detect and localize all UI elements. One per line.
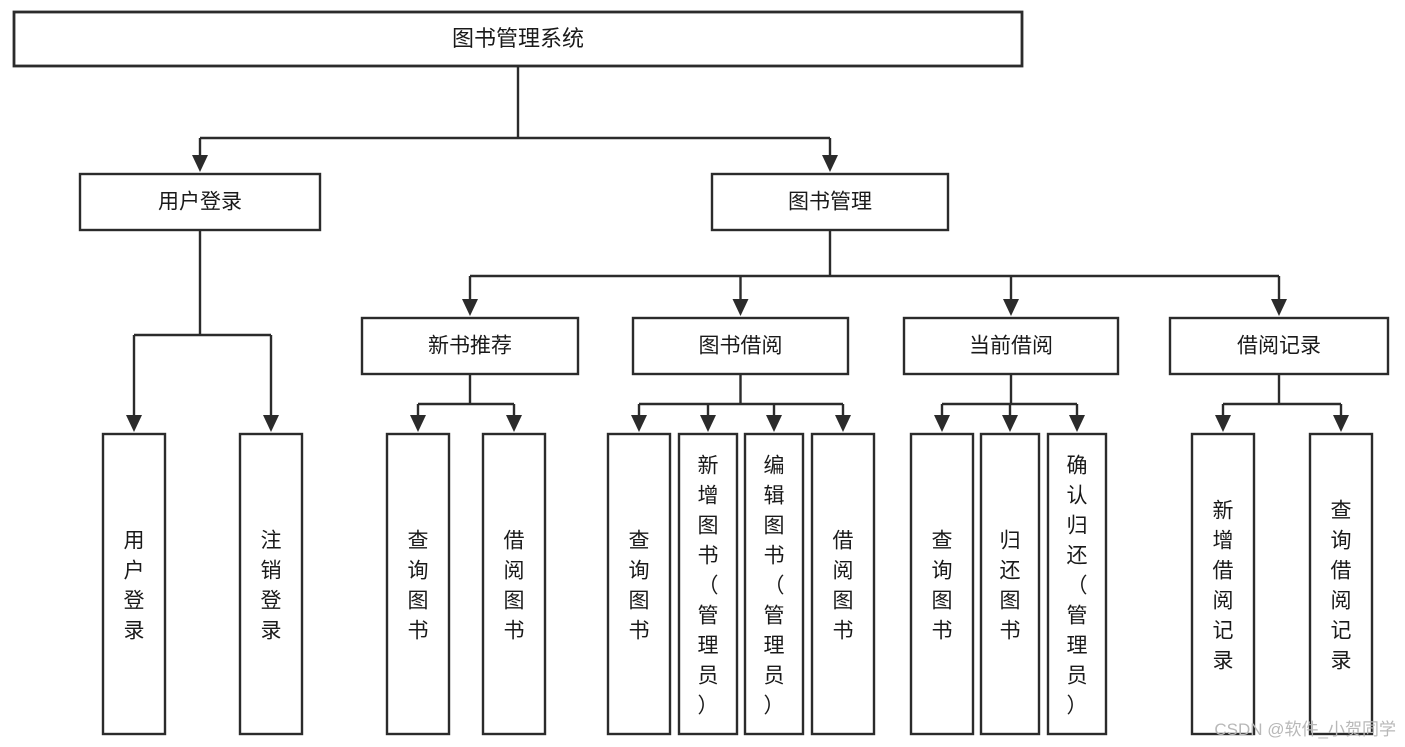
level2-node-borrow-record[interactable]: 借阅记录: [1168, 316, 1390, 376]
leaf-node-leaf-query-book-recommend[interactable]: 查询图书: [385, 432, 451, 736]
leaf-node-leaf-borrow-book-label: 借阅图书: [833, 529, 854, 642]
leaf-node-leaf-add-borrow-record-rect: [1190, 432, 1256, 736]
level2-node-borrow-record-rect: [1168, 316, 1390, 376]
level1-node-user-login-rect: [78, 172, 322, 232]
group-current-borrow-arrow-1: [1002, 415, 1018, 432]
leaf-node-leaf-borrow-book[interactable]: 借阅图书: [810, 432, 876, 736]
leaf-node-leaf-query-book-current-rect: [909, 432, 975, 736]
group-book-borrow-arrow-0: [631, 415, 647, 432]
leaf-node-leaf-edit-book-admin-label: 编辑图书（管理员）: [764, 454, 785, 717]
root-node-system-rect: [12, 10, 1024, 68]
leaf-node-leaf-query-book-current[interactable]: 查询图书: [909, 432, 975, 736]
group-user-login-arrow-0: [126, 415, 142, 432]
level1-node-user-login[interactable]: 用户登录: [78, 172, 322, 232]
group-borrow-record-arrow-1: [1333, 415, 1349, 432]
level1-node-book-management-label: 图书管理: [788, 191, 872, 214]
leaf-node-leaf-query-book-recommend-label: 查询图书: [408, 529, 429, 642]
level2-node-borrow-record-label: 借阅记录: [1237, 335, 1321, 358]
level2-node-book-borrow[interactable]: 图书借阅: [631, 316, 850, 376]
group-book-borrow-arrow-2: [766, 415, 782, 432]
book-management-arrow-0: [462, 299, 478, 316]
group-current-borrow-arrow-0: [934, 415, 950, 432]
leaf-node-leaf-user-login-rect: [101, 432, 167, 736]
leaf-node-leaf-query-book-current-label: 查询图书: [932, 529, 953, 642]
book-management-arrow-1: [732, 299, 749, 316]
group-book-borrow-arrow-3: [835, 415, 851, 432]
level2-node-book-borrow-rect: [631, 316, 850, 376]
level2-node-new-book-recommend-rect: [360, 316, 580, 376]
leaf-node-leaf-return-book-label: 归还图书: [1000, 529, 1021, 642]
boxes-layer: 图书管理系统用户登录图书管理新书推荐图书借阅当前借阅借阅记录用户登录注销登录查询…: [12, 10, 1390, 736]
level1-node-book-management[interactable]: 图书管理: [710, 172, 950, 232]
leaf-node-leaf-query-book-recommend-rect: [385, 432, 451, 736]
root-arrow-0: [192, 155, 208, 172]
leaf-node-leaf-add-book-admin[interactable]: 新增图书（管理员）: [677, 432, 739, 736]
group-new-book-recommend-arrow-0: [410, 415, 426, 432]
root-arrow-1: [822, 155, 838, 172]
level1-node-book-management-rect: [710, 172, 950, 232]
book-management-arrow-2: [1003, 299, 1019, 316]
leaf-node-leaf-borrow-book-recommend-rect: [481, 432, 547, 736]
leaf-node-leaf-logout-login[interactable]: 注销登录: [238, 432, 304, 736]
leaf-node-leaf-query-borrow-record-rect: [1308, 432, 1374, 736]
leaf-node-leaf-query-book-borrow-rect: [606, 432, 672, 736]
level2-node-book-borrow-label: 图书借阅: [699, 335, 783, 358]
level2-node-current-borrow-label: 当前借阅: [969, 335, 1053, 358]
leaf-node-leaf-return-book[interactable]: 归还图书: [979, 432, 1041, 736]
csdn-watermark: CSDN @软件_小贺同学: [1214, 720, 1396, 739]
leaf-node-leaf-add-borrow-record-label: 新增借阅记录: [1213, 499, 1234, 672]
leaf-node-leaf-confirm-return-admin-rect: [1046, 432, 1108, 736]
leaf-node-leaf-logout-login-label: 注销登录: [261, 529, 282, 642]
root-node-system[interactable]: 图书管理系统: [12, 10, 1024, 68]
leaf-node-leaf-add-book-admin-label: 新增图书（管理员）: [698, 454, 719, 717]
leaf-node-leaf-user-login[interactable]: 用户登录: [101, 432, 167, 736]
group-user-login-arrow-1: [263, 415, 279, 432]
leaf-node-leaf-add-borrow-record[interactable]: 新增借阅记录: [1190, 432, 1256, 736]
level1-node-user-login-label: 用户登录: [158, 191, 242, 214]
level2-node-current-borrow[interactable]: 当前借阅: [902, 316, 1120, 376]
leaf-node-leaf-borrow-book-recommend-label: 借阅图书: [504, 529, 525, 642]
connectors-layer: [126, 66, 1349, 432]
leaf-node-leaf-query-book-borrow[interactable]: 查询图书: [606, 432, 672, 736]
leaf-node-leaf-edit-book-admin[interactable]: 编辑图书（管理员）: [743, 432, 805, 736]
leaf-node-leaf-confirm-return-admin[interactable]: 确认归还（管理员）: [1046, 432, 1108, 736]
leaf-node-leaf-return-book-rect: [979, 432, 1041, 736]
book-management-arrow-3: [1271, 299, 1287, 316]
level2-node-new-book-recommend-label: 新书推荐: [428, 335, 512, 358]
level2-node-new-book-recommend[interactable]: 新书推荐: [360, 316, 580, 376]
leaf-node-leaf-query-book-borrow-label: 查询图书: [629, 529, 650, 642]
group-current-borrow-arrow-2: [1069, 415, 1085, 432]
leaf-node-leaf-confirm-return-admin-label: 确认归还（管理员）: [1067, 454, 1088, 717]
level2-node-current-borrow-rect: [902, 316, 1120, 376]
leaf-node-leaf-borrow-book-rect: [810, 432, 876, 736]
leaf-node-leaf-query-borrow-record-label: 查询借阅记录: [1331, 499, 1352, 672]
group-new-book-recommend-arrow-1: [506, 415, 522, 432]
group-borrow-record-arrow-0: [1215, 415, 1231, 432]
group-book-borrow-arrow-1: [700, 415, 716, 432]
leaf-node-leaf-add-book-admin-rect: [677, 432, 739, 736]
leaf-node-leaf-logout-login-rect: [238, 432, 304, 736]
leaf-node-leaf-user-login-label: 用户登录: [124, 529, 145, 642]
leaf-node-leaf-borrow-book-recommend[interactable]: 借阅图书: [481, 432, 547, 736]
leaf-node-leaf-query-borrow-record[interactable]: 查询借阅记录: [1308, 432, 1374, 736]
root-node-system-label: 图书管理系统: [452, 26, 584, 51]
leaf-node-leaf-edit-book-admin-rect: [743, 432, 805, 736]
